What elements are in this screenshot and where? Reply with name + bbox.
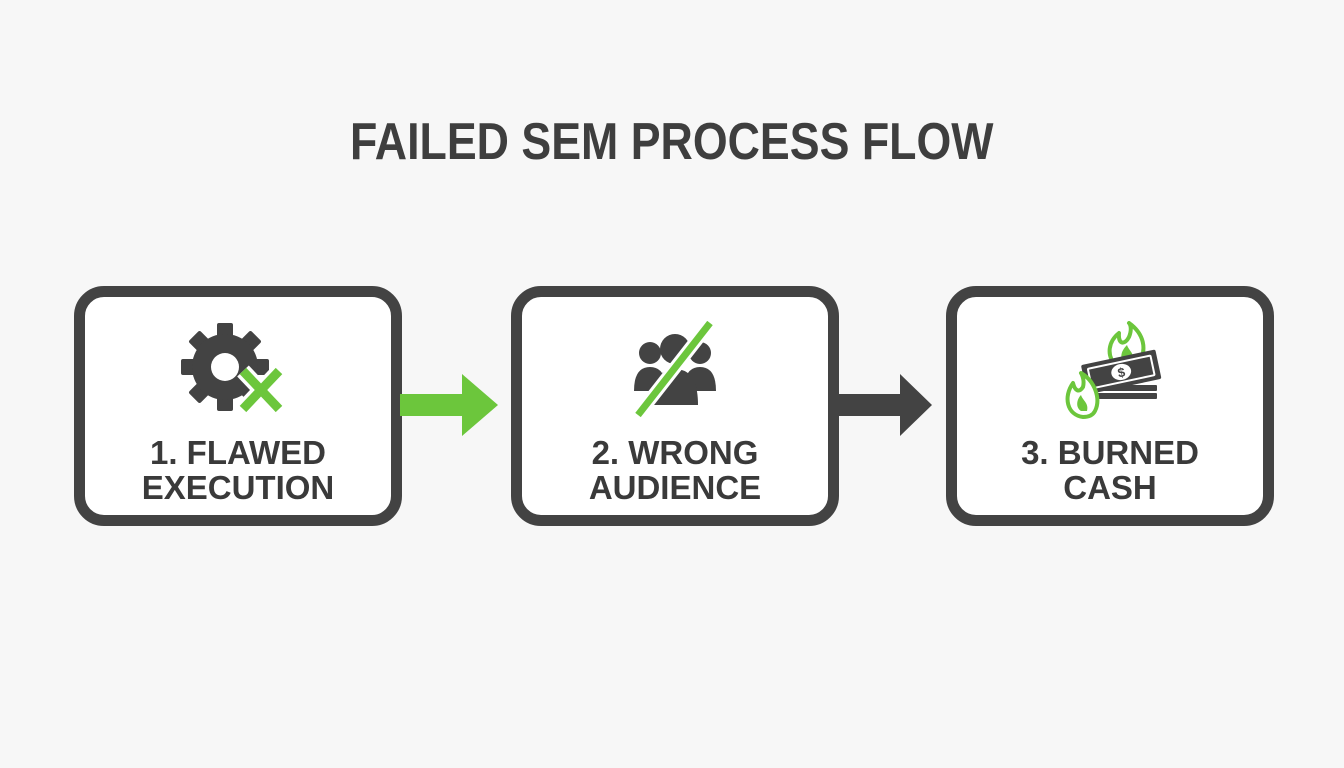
- step-box-wrong-audience: 2. WRONG AUDIENCE: [511, 286, 839, 526]
- step-1-label-line2: EXECUTION: [141, 469, 335, 506]
- svg-text:$: $: [1116, 364, 1127, 380]
- arrow-right-dark-icon: [834, 374, 932, 436]
- step-box-flawed-execution: 1. FLAWED EXECUTION: [74, 286, 402, 526]
- diagram-title: FAILED SEM PROCESS FLOW: [349, 113, 994, 171]
- step-2-label-line2: AUDIENCE: [588, 469, 762, 506]
- step-3-label-line1: 3. BURNED: [1021, 434, 1199, 471]
- step-box-burned-cash: $ 3. BURNED CASH: [946, 286, 1274, 526]
- burning-cash-icon: $: [1065, 321, 1162, 419]
- step-2-label-line1: 2. WRONG: [591, 434, 759, 471]
- arrow-right-green-icon: [400, 374, 498, 436]
- step-1-label-line1: 1. FLAWED: [149, 434, 326, 471]
- gear-x-icon: [181, 323, 285, 415]
- step-3-label-line2: CASH: [1063, 469, 1157, 506]
- crossed-audience-icon: [632, 321, 716, 420]
